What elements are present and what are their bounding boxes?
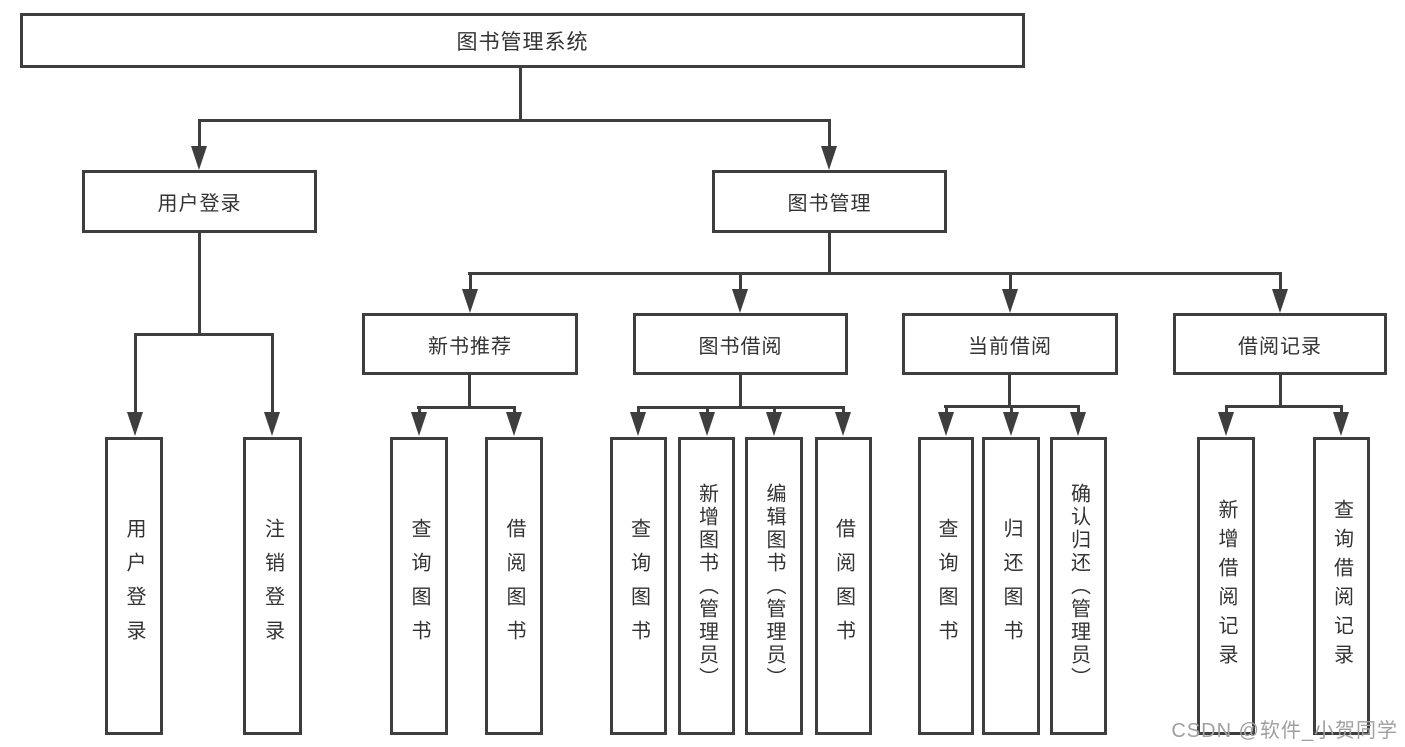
connector-arrow-stem xyxy=(1340,405,1343,418)
node-label: 新书推荐 xyxy=(428,335,512,358)
leaf-borrow-books-recommend: 借阅图书 xyxy=(485,437,543,735)
node-new-book-recommend: 新书推荐 xyxy=(362,313,578,375)
connector-current-drop xyxy=(1008,375,1011,408)
arrowhead-down-icon xyxy=(1333,412,1349,436)
arrowhead-down-icon xyxy=(1003,412,1019,436)
leaf-label: 新增图书（管理员） xyxy=(695,482,718,690)
arrowhead-down-icon xyxy=(411,412,427,436)
connector-records-split xyxy=(1225,405,1343,408)
leaf-query-books-recommend: 查询图书 xyxy=(390,437,448,735)
leaf-return-book: 归还图书 xyxy=(982,437,1040,735)
connector-arrow-stem xyxy=(739,272,742,293)
leaf-label: 借阅图书 xyxy=(503,518,525,654)
connector-arrow-stem xyxy=(945,405,948,418)
arrowhead-down-icon xyxy=(462,289,478,313)
arrowhead-down-icon xyxy=(264,412,280,436)
connector-arrow-stem xyxy=(1225,405,1228,418)
arrowhead-down-icon xyxy=(699,412,715,436)
connector-arrow-stem xyxy=(1279,272,1282,293)
leaf-label: 借阅图书 xyxy=(832,518,855,654)
arrowhead-down-icon xyxy=(1070,412,1086,436)
leaf-label: 编辑图书（管理员） xyxy=(763,482,785,690)
leaf-confirm-return-admin: 确认归还（管理员） xyxy=(1050,437,1107,735)
node-label: 当前借阅 xyxy=(968,335,1052,358)
connector-mgmt-drop xyxy=(828,233,831,275)
arrowhead-down-icon xyxy=(821,146,837,170)
connector-user-drop xyxy=(198,233,201,336)
node-user-login: 用户登录 xyxy=(82,170,317,233)
connector-root-drop xyxy=(519,68,522,122)
connector-borrowing-drop xyxy=(739,375,742,409)
connector-recommend-drop xyxy=(468,375,471,409)
node-book-borrowing: 图书借阅 xyxy=(633,313,848,375)
arrowhead-down-icon xyxy=(732,289,748,313)
leaf-label: 注销登录 xyxy=(261,518,284,654)
leaf-query-borrow-record: 查询借阅记录 xyxy=(1313,437,1370,735)
leaf-label: 查询图书 xyxy=(935,518,957,654)
node-book-management: 图书管理 xyxy=(712,170,947,233)
node-current-borrowing: 当前借阅 xyxy=(902,313,1118,375)
leaf-label: 确认归还（管理员） xyxy=(1067,482,1090,690)
leaf-label: 查询图书 xyxy=(408,518,430,654)
node-label: 图书管理 xyxy=(787,193,872,215)
connector-recommend-split xyxy=(417,406,516,409)
connector-arrow-stem xyxy=(469,272,472,293)
connector-user-split xyxy=(134,333,274,336)
connector-mgmt-split xyxy=(468,272,1281,275)
leaf-label: 查询借阅记录 xyxy=(1330,499,1353,673)
connector-records-drop xyxy=(1279,375,1282,408)
arrowhead-down-icon xyxy=(191,146,207,170)
arrowhead-down-icon xyxy=(1218,412,1234,436)
connector-arrow-stem xyxy=(1009,272,1012,293)
leaf-add-book-admin: 新增图书（管理员） xyxy=(678,437,735,735)
leaf-user-login: 用户登录 xyxy=(105,437,163,735)
connector-arrow-stem xyxy=(198,119,201,150)
leaf-borrow-books-borrowing: 借阅图书 xyxy=(815,437,872,735)
arrowhead-down-icon xyxy=(506,412,522,436)
leaf-label: 新增借阅记录 xyxy=(1215,499,1237,673)
leaf-query-books-borrowing: 查询图书 xyxy=(610,437,667,735)
leaf-query-books-current: 查询图书 xyxy=(918,437,974,735)
arrowhead-down-icon xyxy=(766,412,782,436)
connector-arrow-stem xyxy=(1010,405,1013,418)
leaf-edit-book-admin: 编辑图书（管理员） xyxy=(745,437,803,735)
connector-arrow-stem xyxy=(828,119,831,150)
leaf-logout: 注销登录 xyxy=(243,437,302,735)
node-label: 用户登录 xyxy=(157,193,242,215)
leaf-label: 归还图书 xyxy=(1000,518,1022,654)
arrowhead-down-icon xyxy=(1272,289,1288,313)
arrowhead-down-icon xyxy=(835,412,851,436)
arrowhead-down-icon xyxy=(630,412,646,436)
node-root-library-system: 图书管理系统 xyxy=(20,13,1025,68)
connector-arrow-stem xyxy=(134,333,137,418)
leaf-label: 查询图书 xyxy=(627,518,650,654)
arrowhead-down-icon xyxy=(1002,289,1018,313)
node-label: 借阅记录 xyxy=(1238,335,1322,358)
node-label: 图书借阅 xyxy=(698,335,783,358)
leaf-add-borrow-record: 新增借阅记录 xyxy=(1197,437,1255,735)
node-borrowing-records: 借阅记录 xyxy=(1173,313,1387,375)
watermark: CSDN @软件_小贺同学 xyxy=(1171,720,1398,742)
connector-arrow-stem xyxy=(271,333,274,418)
connector-arrow-stem xyxy=(1077,405,1080,418)
connector-root-split xyxy=(198,119,831,122)
connector-borrowing-split xyxy=(637,406,844,409)
node-label: 图书管理系统 xyxy=(456,30,589,54)
arrowhead-down-icon xyxy=(938,412,954,436)
leaf-label: 用户登录 xyxy=(123,518,145,654)
arrowhead-down-icon xyxy=(127,412,143,436)
